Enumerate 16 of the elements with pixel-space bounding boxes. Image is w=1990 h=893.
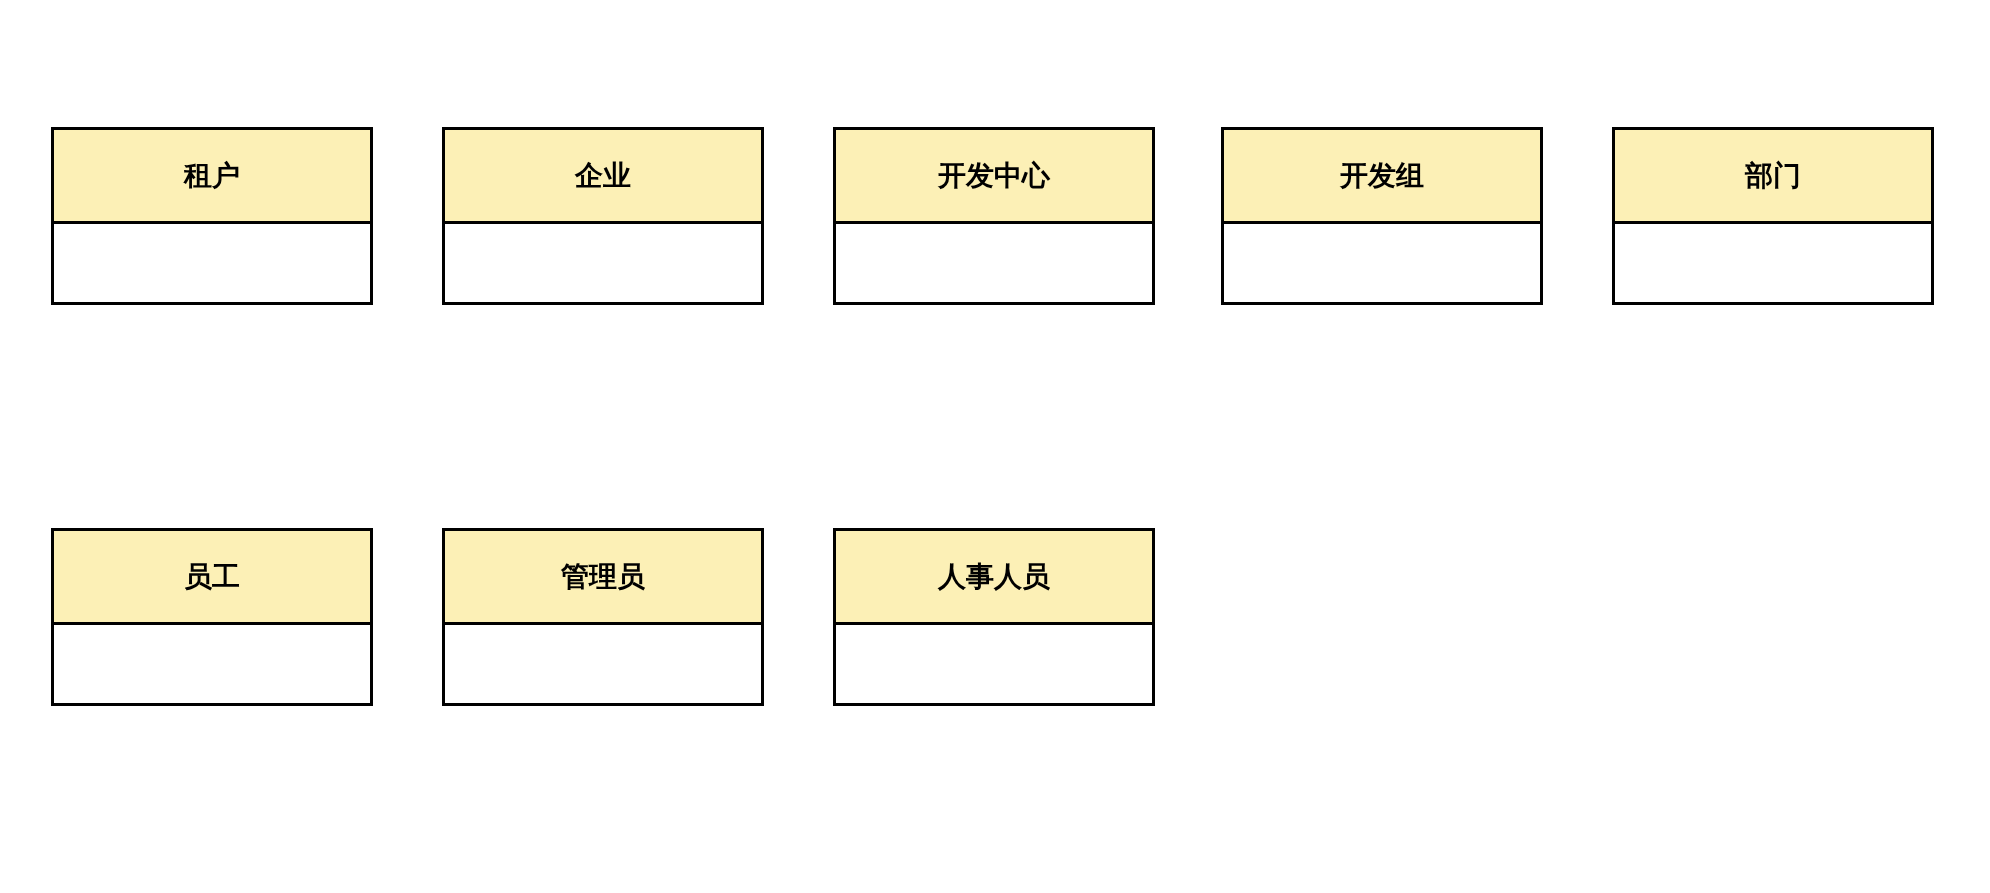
class-name: 人事人员 bbox=[938, 559, 1050, 594]
class-box bbox=[51, 528, 373, 706]
class-box bbox=[51, 127, 373, 305]
class-box bbox=[1612, 127, 1934, 305]
class-box bbox=[1221, 127, 1543, 305]
class-name: 企业 bbox=[575, 158, 631, 193]
class-name: 部门 bbox=[1745, 158, 1801, 193]
class-name: 开发组 bbox=[1340, 158, 1424, 193]
class-box bbox=[833, 127, 1155, 305]
class-box bbox=[442, 127, 764, 305]
class-name: 开发中心 bbox=[938, 158, 1050, 193]
class-name: 租户 bbox=[184, 158, 240, 193]
class-box bbox=[442, 528, 764, 706]
class-name: 管理员 bbox=[561, 559, 645, 594]
class-name: 员工 bbox=[184, 559, 240, 594]
class-box bbox=[833, 528, 1155, 706]
